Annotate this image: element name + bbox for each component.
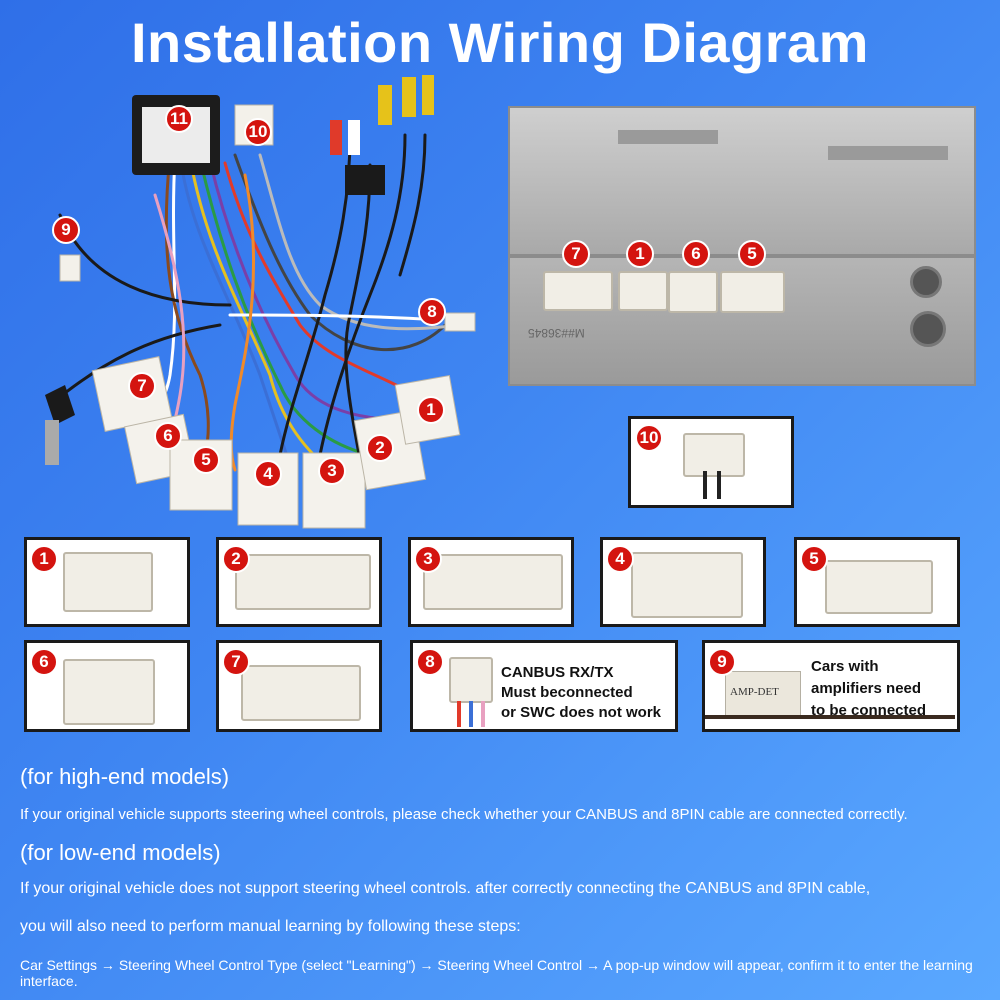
low-end-heading: (for low-end models)	[20, 840, 221, 865]
harness-badge-11: 11	[165, 105, 193, 133]
harness-badge-10: 10	[244, 118, 272, 146]
harness-badge-6: 6	[154, 422, 182, 450]
amp-det-tag: AMP-DET	[725, 671, 801, 717]
low-end-text-1: If your original vehicle does not suppor…	[20, 880, 871, 897]
card-badge-5: 5	[800, 545, 828, 573]
connector-card-6	[24, 640, 190, 732]
harness-badge-8: 8	[418, 298, 446, 326]
card-badge-8: 8	[416, 648, 444, 676]
connector-card-5	[794, 537, 960, 627]
head-unit-badge-7: 7	[562, 240, 590, 268]
connector-10-image	[683, 433, 745, 477]
head-unit-port-7	[543, 271, 613, 311]
page-title: Installation Wiring Diagram	[131, 11, 869, 74]
head-unit-port-5	[720, 271, 785, 313]
harness-badge-1: 1	[417, 396, 445, 424]
card-badge-3: 3	[414, 545, 442, 573]
harness-badge-2: 2	[366, 434, 394, 462]
wiring-harness-illustration	[45, 75, 476, 529]
amp-det-label: AMP-DET	[730, 686, 779, 698]
connector-2-image	[235, 554, 371, 610]
card-badge-6: 6	[30, 648, 58, 676]
connector-card-9: AMP-DET Cars with amplifiers need to be …	[702, 640, 960, 732]
connector-8-image	[449, 657, 493, 703]
connector-card-2	[216, 537, 382, 627]
connector-card-8: CANBUS RX/TX Must beconnected or SWC doe…	[410, 640, 678, 732]
canbus-line-1: CANBUS RX/TX	[501, 664, 614, 681]
high-end-heading: (for high-end models)	[20, 764, 230, 789]
connector-5-image	[825, 560, 933, 614]
canbus-line-3: or SWC does not work	[501, 704, 662, 721]
amp-line-1: Cars with	[811, 658, 879, 675]
amp-line-2: amplifiers need	[811, 680, 922, 697]
connector-6-image	[63, 659, 155, 725]
head-unit-badge-1: 1	[626, 240, 654, 268]
harness-badge-5: 5	[192, 446, 220, 474]
connector-1-image	[63, 552, 153, 612]
connector-3-image	[423, 554, 563, 610]
harness-badge-3: 3	[318, 457, 346, 485]
canbus-line-2: Must beconnected	[501, 684, 633, 701]
head-unit-port-6	[668, 271, 718, 313]
antenna-port	[910, 311, 946, 347]
harness-badge-9: 9	[52, 216, 80, 244]
card-badge-10: 10	[635, 424, 663, 452]
harness-badge-7: 7	[128, 372, 156, 400]
card-badge-1: 1	[30, 545, 58, 573]
amp-line-3: to be connected	[811, 702, 927, 719]
connector-7-image	[241, 665, 361, 721]
card-badge-2: 2	[222, 545, 250, 573]
head-unit-badge-5: 5	[738, 240, 766, 268]
learning-steps: Car Settings → Steering Wheel Control Ty…	[20, 957, 973, 989]
card-badge-7: 7	[222, 648, 250, 676]
head-unit-port-1	[618, 271, 668, 311]
head-unit-badge-6: 6	[682, 240, 710, 268]
card-badge-4: 4	[606, 545, 634, 573]
connector-4-image	[631, 552, 743, 618]
card-badge-9: 9	[708, 648, 736, 676]
gps-port	[910, 266, 942, 298]
harness-badge-4: 4	[254, 460, 282, 488]
unit-model-label: M##36845	[528, 326, 585, 340]
low-end-text-2: you will also need to perform manual lea…	[20, 918, 521, 935]
high-end-text: If your original vehicle supports steeri…	[20, 806, 908, 823]
